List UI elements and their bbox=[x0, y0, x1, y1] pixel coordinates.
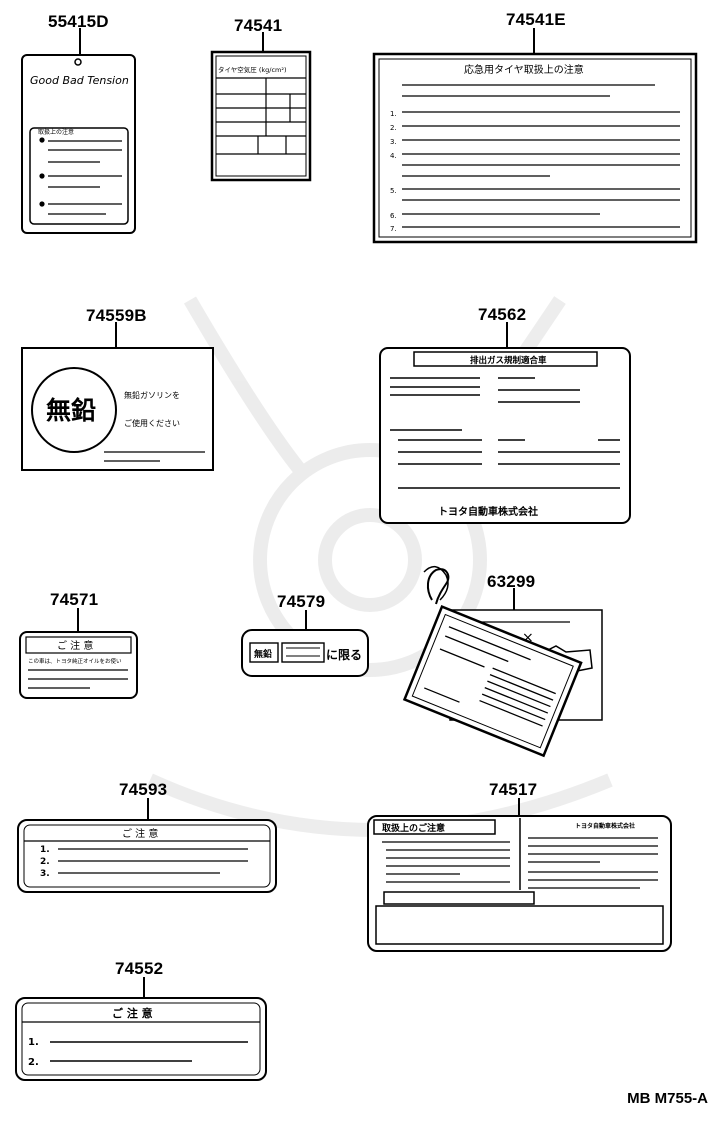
part-number-74541: 74541 bbox=[234, 16, 283, 35]
label-74562-emission: 排出ガス規制適合車 トヨタ自動車株式会社 bbox=[379, 347, 631, 524]
spare-item-2: 2. bbox=[390, 124, 397, 132]
tag-script-text: Good Bad Tension bbox=[30, 74, 129, 87]
handling-title: 取扱上のご注意 bbox=[382, 822, 445, 834]
spare-tire-title: 応急用タイヤ取扱上の注意 bbox=[464, 63, 584, 76]
fuel-text: に限る bbox=[326, 647, 362, 662]
tire-pressure-title: タイヤ空気圧 (kg/cm²) bbox=[218, 65, 287, 74]
label-74552-caution: ご 注 意 1. 2. bbox=[15, 997, 267, 1081]
caution-52-title: ご 注 意 bbox=[112, 1006, 153, 1020]
label-74559B-unleaded: 無鉛 無鉛ガソリンを ご使用ください bbox=[21, 347, 214, 471]
part-number-74571: 74571 bbox=[50, 590, 99, 609]
part-number-74593: 74593 bbox=[119, 780, 168, 799]
label-74593-caution: ご 注 意 1. 2. 3. bbox=[17, 819, 277, 893]
caution-93-item-3: 3. bbox=[40, 869, 50, 879]
part-number-74559B: 74559B bbox=[86, 306, 147, 325]
spare-item-4: 4. bbox=[390, 152, 397, 160]
part-number-74517: 74517 bbox=[489, 780, 538, 799]
caution-93-item-1: 1. bbox=[40, 845, 50, 855]
tag-header-text: 取扱上の注意 bbox=[38, 128, 74, 136]
caution-93-title: ご 注 意 bbox=[122, 827, 158, 840]
part-number-55415D: 55415D bbox=[48, 12, 109, 31]
unleaded-kanji: 無鉛 bbox=[46, 396, 96, 425]
unleaded-line-2: ご使用ください bbox=[124, 418, 180, 428]
spare-item-7: 7. bbox=[390, 225, 397, 233]
spare-item-3: 3. bbox=[390, 138, 397, 146]
fuel-small-kanji: 無鉛 bbox=[254, 648, 272, 660]
label-74579-fuel: 無鉛 に限る bbox=[241, 629, 369, 677]
diagram-code: MB M755-A bbox=[627, 1090, 708, 1107]
label-74571-caution: ご 注 意 この車は、トヨタ純正オイルをお使い bbox=[19, 631, 138, 699]
emission-title: 排出ガス規制適合車 bbox=[470, 355, 547, 366]
caution-71-sub: この車は、トヨタ純正オイルをお使い bbox=[28, 657, 122, 665]
label-74541-tire-pressure: タイヤ空気圧 (kg/cm²) bbox=[210, 50, 312, 182]
spare-item-6: 6. bbox=[390, 212, 397, 220]
part-number-74552: 74552 bbox=[115, 959, 164, 978]
part-number-63299: 63299 bbox=[487, 572, 536, 591]
emission-maker: トヨタ自動車株式会社 bbox=[438, 505, 538, 518]
caution-52-item-2: 2. bbox=[28, 1057, 39, 1068]
label-63299-hang-card: × bbox=[402, 566, 603, 758]
part-number-74579: 74579 bbox=[277, 592, 326, 611]
caution-52-item-1: 1. bbox=[28, 1037, 39, 1048]
caution-71-title: ご 注 意 bbox=[57, 639, 93, 652]
label-74541E-spare-tire: 応急用タイヤ取扱上の注意 1. 2. 3. 4. 5. 6. 7. bbox=[372, 52, 698, 244]
x-mark: × bbox=[522, 630, 534, 646]
spare-item-1: 1. bbox=[390, 110, 397, 118]
label-55415D-tag: Good Bad Tension 取扱上の注意 bbox=[21, 54, 136, 234]
handling-maker: トヨタ自動車株式会社 bbox=[575, 822, 635, 830]
part-number-74541E: 74541E bbox=[506, 10, 566, 29]
part-number-74562: 74562 bbox=[478, 305, 527, 324]
spare-item-5: 5. bbox=[390, 187, 397, 195]
caution-93-item-2: 2. bbox=[40, 857, 50, 867]
unleaded-line-1: 無鉛ガソリンを bbox=[124, 390, 180, 400]
label-74517-handling: 取扱上のご注意 トヨタ自動車株式会社 bbox=[367, 815, 672, 952]
